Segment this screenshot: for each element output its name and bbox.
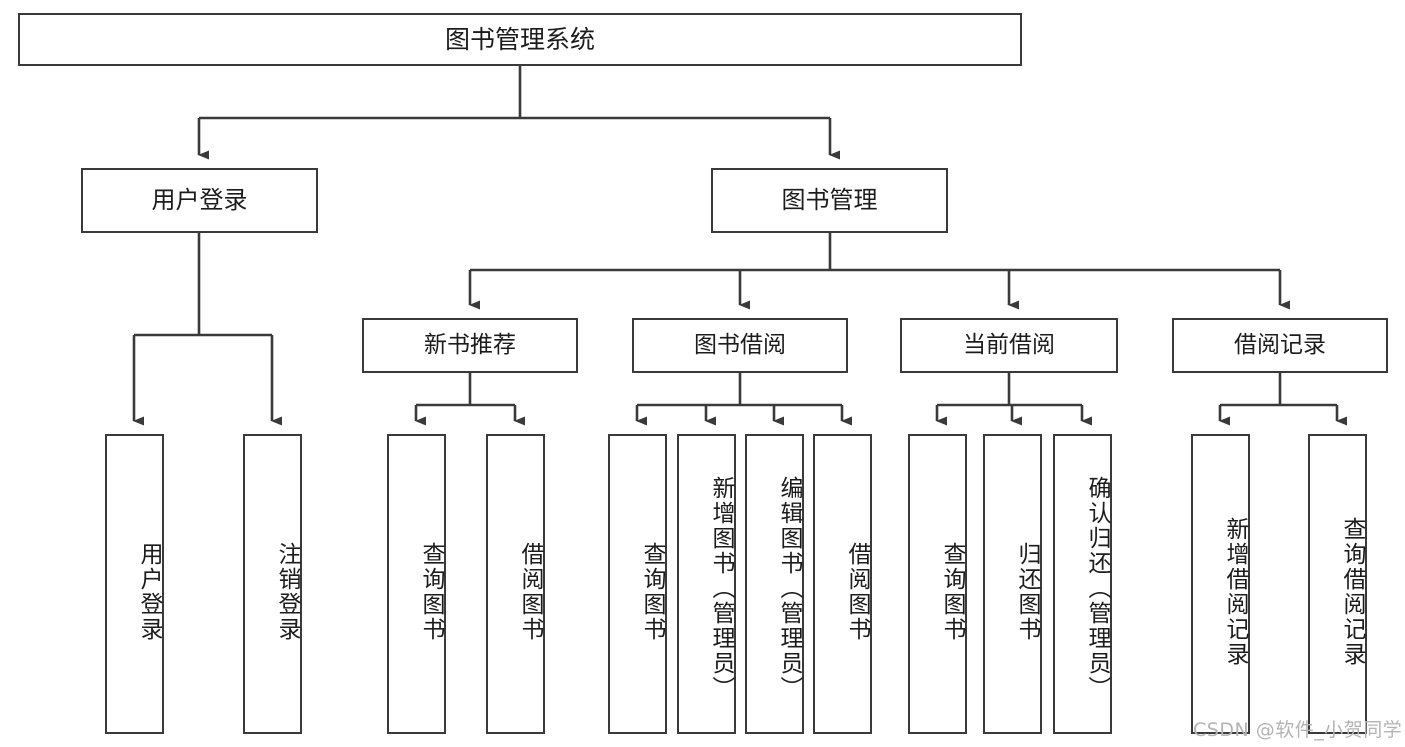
node-book-management[interactable]: 图书管理 [711,168,948,233]
leaf-node[interactable]: 查询图书 [908,434,967,734]
csdn-watermark: CSDN @软件_小贺同学 [1193,719,1403,741]
leaf-node[interactable]: 注销登录 [243,434,302,734]
leaf-node[interactable]: 新增图书（管理员） [677,434,736,734]
node-book-borrow[interactable]: 图书借阅 [632,318,848,373]
leaf-node[interactable]: 编辑图书（管理员） [745,434,804,734]
leaf-node[interactable]: 新增借阅记录 [1191,434,1250,734]
leaf-node[interactable]: 查询图书 [608,434,667,734]
leaf-node[interactable]: 确认归还（管理员） [1053,434,1112,734]
leaf-node[interactable]: 用户登录 [105,434,164,734]
node-new-book-recommend[interactable]: 新书推荐 [362,318,578,373]
leaf-node[interactable]: 归还图书 [983,434,1042,734]
leaf-node[interactable]: 查询图书 [387,434,446,734]
node-current-borrow[interactable]: 当前借阅 [900,318,1118,373]
leaf-node[interactable]: 借阅图书 [813,434,872,734]
leaf-node[interactable]: 借阅图书 [486,434,545,734]
node-user-login[interactable]: 用户登录 [81,168,318,233]
node-root[interactable]: 图书管理系统 [18,13,1022,66]
leaf-node[interactable]: 查询借阅记录 [1308,434,1367,734]
node-borrow-record[interactable]: 借阅记录 [1172,318,1388,373]
